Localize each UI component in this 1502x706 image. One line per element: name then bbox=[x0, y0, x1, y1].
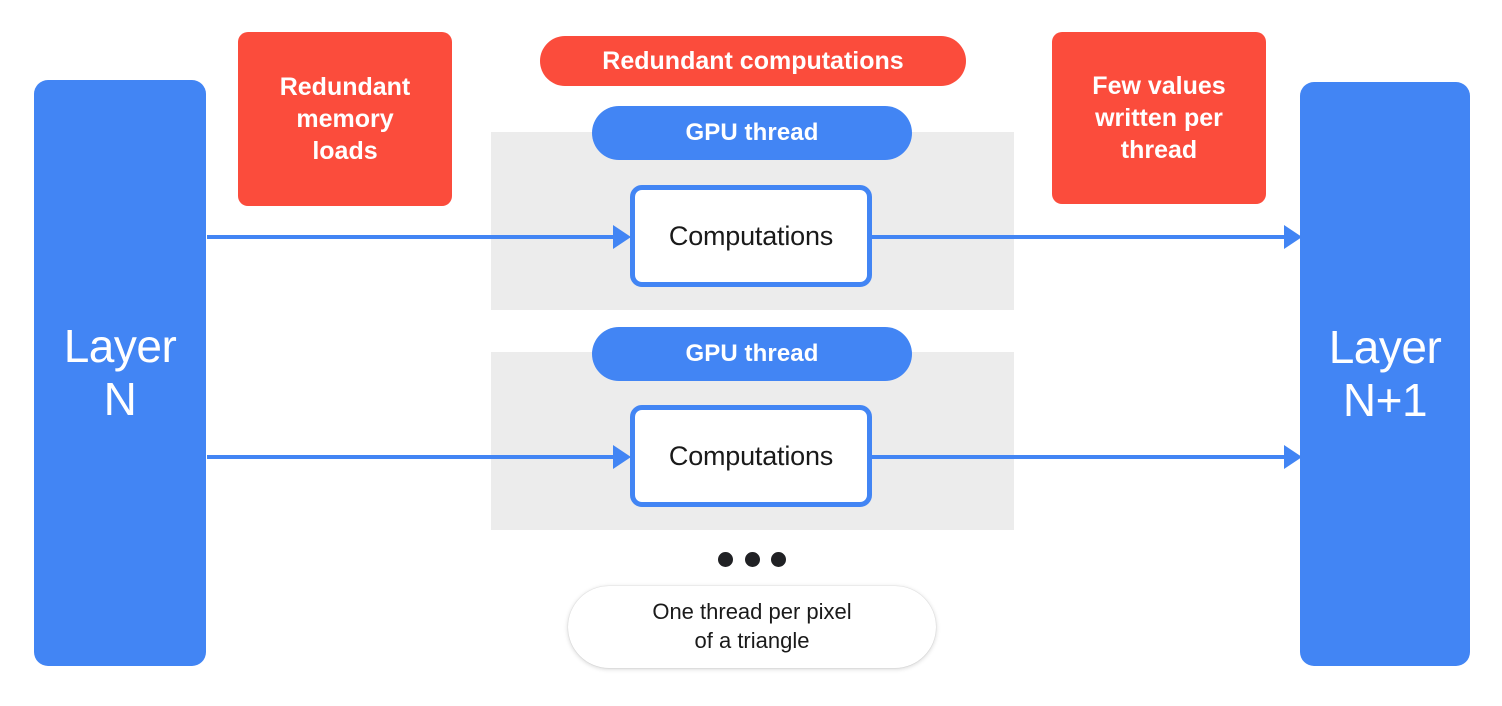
ellipsis-dot bbox=[744, 551, 760, 567]
gpu-thread-pill-1: GPU thread bbox=[592, 106, 912, 160]
computations-box-2: Computations bbox=[630, 405, 872, 507]
layer-n-plus-1-block: Layer N+1 bbox=[1300, 82, 1470, 666]
ellipsis-dots-icon bbox=[718, 551, 786, 567]
ellipsis-dot bbox=[771, 551, 786, 567]
gpu-thread-pill-2: GPU thread bbox=[592, 327, 912, 381]
ellipsis-dot bbox=[718, 551, 733, 567]
caption-one-thread-per-pixel: One thread per pixel of a triangle bbox=[568, 586, 936, 668]
callout-redundant-computations: Redundant computations bbox=[540, 36, 966, 86]
computations-box-1: Computations bbox=[630, 185, 872, 287]
callout-redundant-memory-loads: Redundant memory loads bbox=[238, 32, 452, 206]
layer-n-block: Layer N bbox=[34, 80, 206, 666]
callout-few-values-written-per-thread: Few values written per thread bbox=[1052, 32, 1266, 204]
